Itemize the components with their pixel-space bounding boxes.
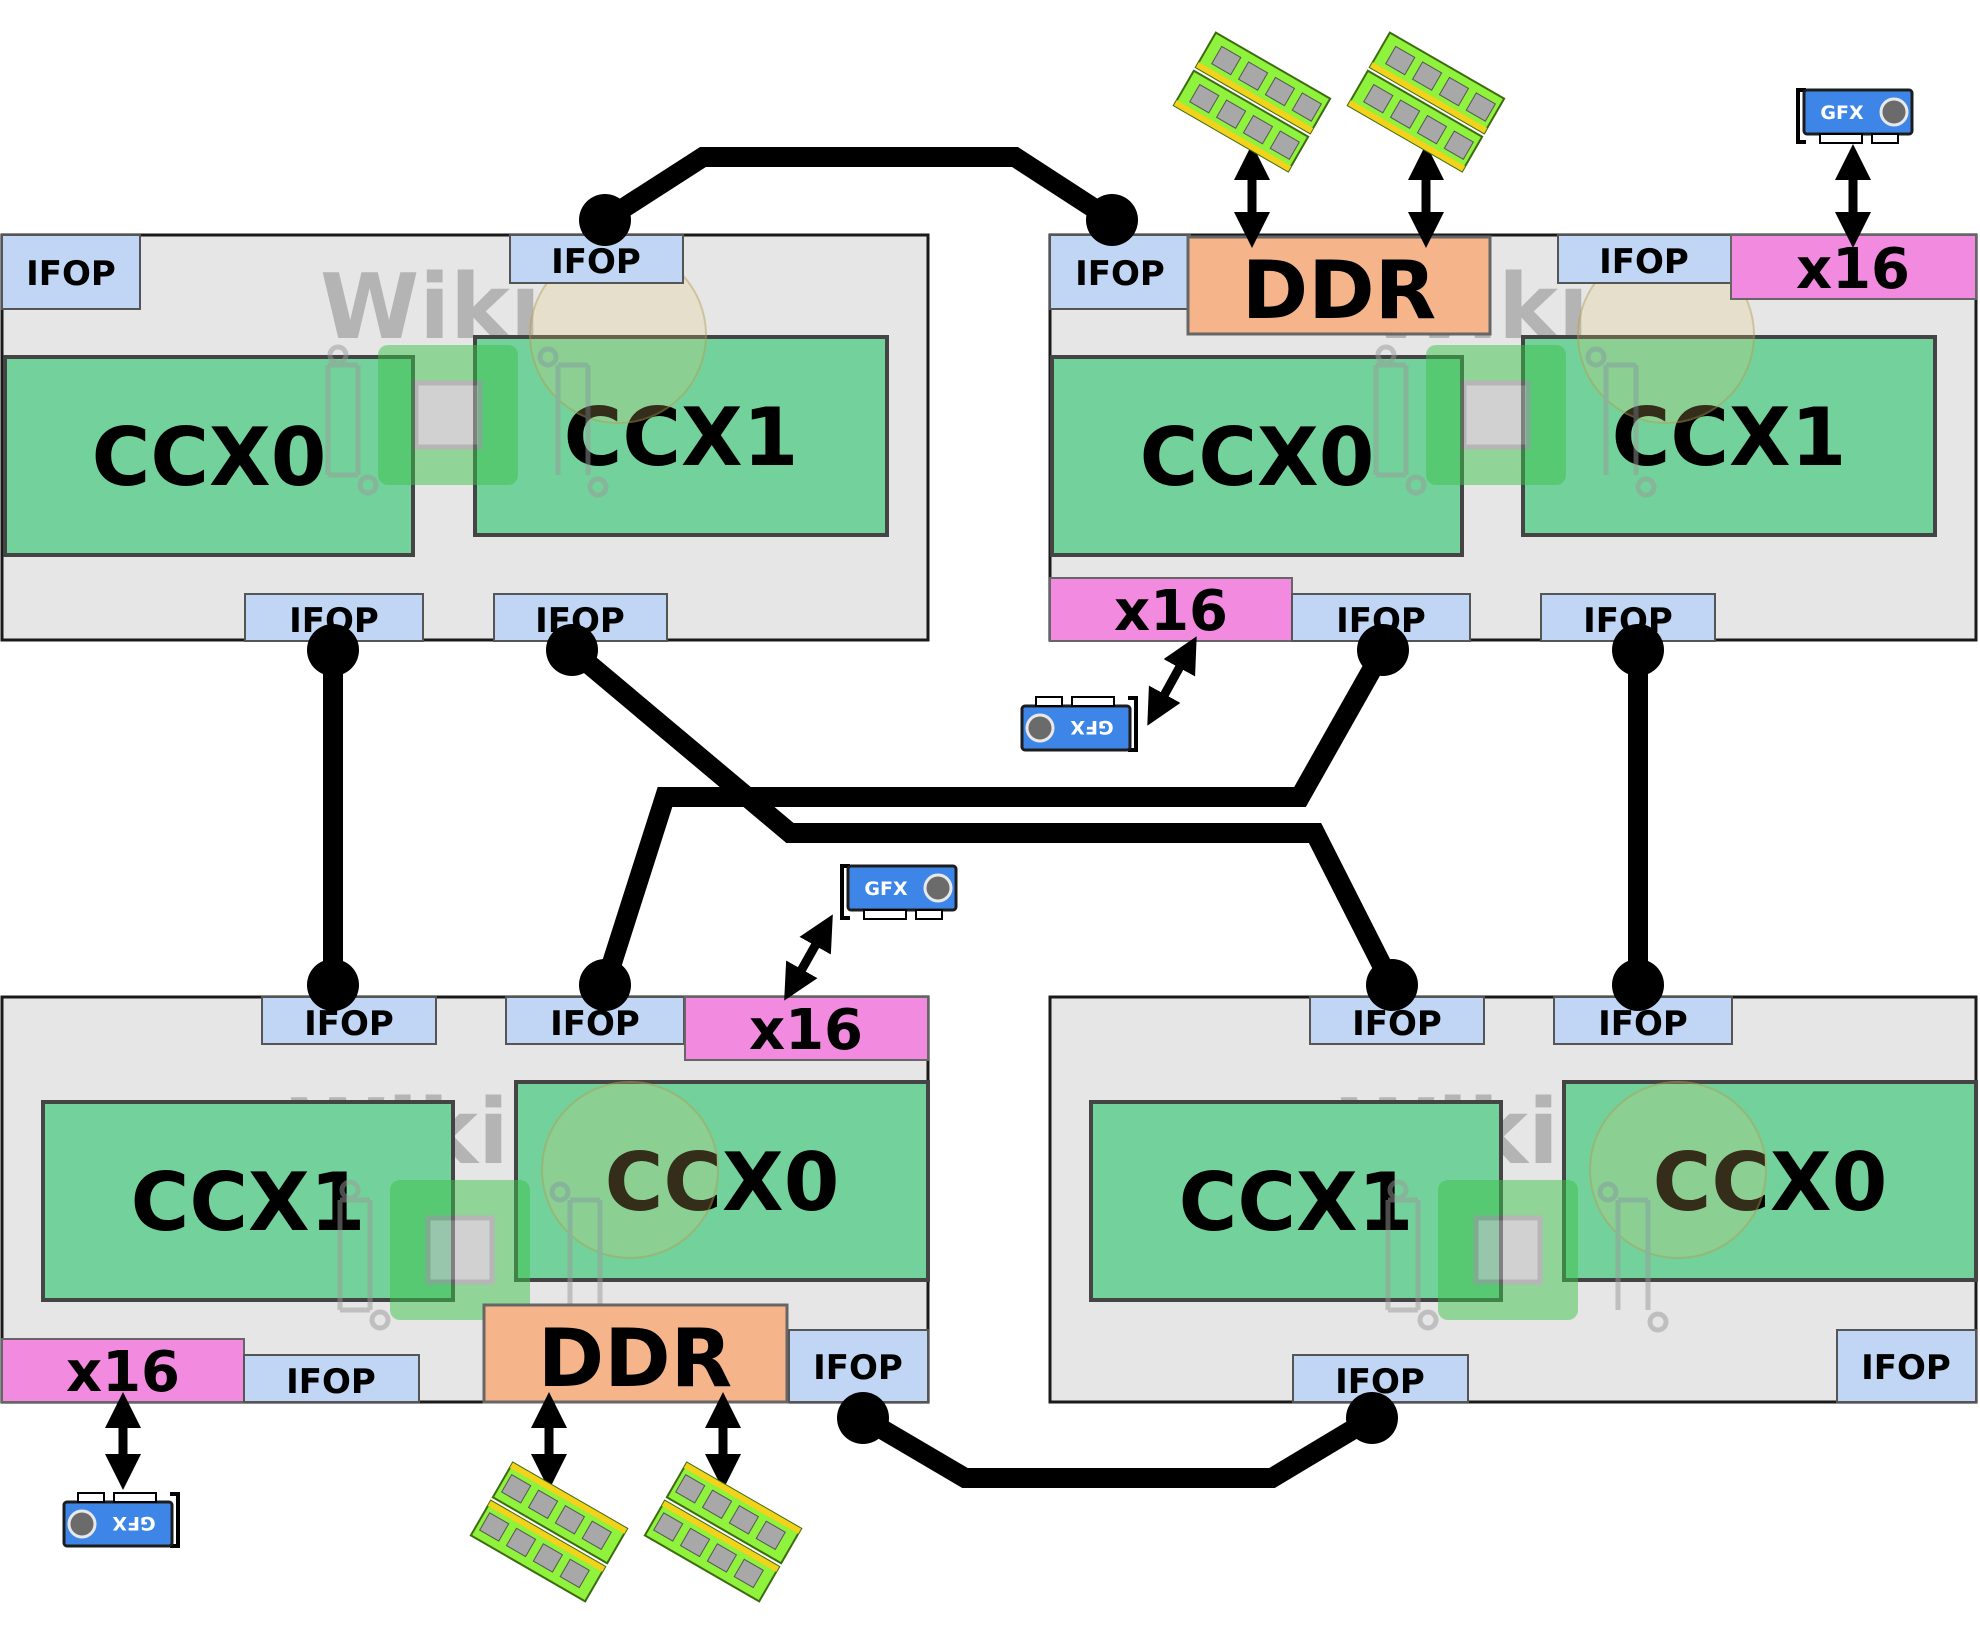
die-top-right: Wiki CCX0 CCX1 IFOP DDR IFOP x16 x16 IFO… [1048,233,1978,644]
link-endpoints [307,194,1664,1444]
x16-pcie-port [1049,577,1293,642]
ifop-port [243,1354,420,1403]
memory-module-icon [643,1461,803,1603]
bidirectional-arrow-icon [1147,636,1197,726]
ifop-label: IFOP [1352,1004,1442,1044]
x16-label: x16 [749,998,863,1063]
memory-module-icon [1346,31,1506,173]
graphics-cards: GFX GFX GFX GFX [62,86,1914,1550]
gfx-label: GFX [1070,716,1114,738]
graphics-card-icon: GFX [838,862,958,922]
ifop-label: IFOP [26,254,116,294]
graphics-card-icon: GFX [1020,694,1140,754]
ifop-port [1,234,141,310]
graphics-card-icon: GFX [62,1490,182,1550]
x16-label: x16 [1796,237,1910,302]
ccx-block [41,1100,455,1302]
link-node [837,1392,889,1444]
ifop-port [788,1329,929,1403]
link-node [307,624,359,676]
x16-label: x16 [66,1340,180,1405]
ifop-label: IFOP [1599,242,1689,282]
die-bottom-left: Wiki CCX1 CCX0 IFOP IFOP x16 x16 IFOP DD… [0,995,930,1405]
ccx-block [1089,1100,1503,1302]
memory-module-icon [1172,31,1332,173]
gfx-label: GFX [1820,102,1864,124]
link-tl-top-to-tr-top [599,147,1118,229]
link-tr-left-to-bl-right [595,645,1392,989]
ifop-label: IFOP [1075,254,1165,294]
link-node [579,959,631,1011]
memory-module-icon [469,1461,629,1603]
ifop-port [1836,1329,1977,1403]
x16-pcie-port [1,1338,245,1403]
gfx-label: GFX [864,878,908,900]
link-bl-right-to-br-bottom [857,1409,1378,1488]
ddr-controller [482,1303,789,1404]
ifop-label: IFOP [286,1362,376,1402]
x16-pcie-port [684,996,929,1061]
link-node [307,959,359,1011]
link-node [1612,624,1664,676]
ddr-label: DDR [1242,244,1436,337]
link-node [1612,959,1664,1011]
gfx-label: GFX [112,1512,156,1534]
ifop-label: IFOP [813,1348,903,1388]
link-node [1346,1392,1398,1444]
ifop-label: IFOP [551,242,641,282]
io-arrows [105,144,1871,1490]
link-node [1086,194,1138,246]
ifop-port [1557,234,1732,284]
ddr-label: DDR [538,1312,732,1405]
ifop-label: IFOP [550,1004,640,1044]
ccx-block [1050,355,1464,557]
link-node [1357,624,1409,676]
die-bottom-right: Wiki CCX1 CCX0 IFOP IFOP IFOP IFOP [1048,995,1978,1404]
ifop-label: IFOP [304,1004,394,1044]
ddr-controller [1186,235,1492,336]
graphics-card-icon: GFX [1794,86,1914,146]
ccx-label: CCX1 [1179,1156,1414,1249]
bidirectional-arrow-icon [784,914,833,1001]
ccx-label: CCX0 [1140,411,1375,504]
link-node [579,194,631,246]
ccx-label: CCX1 [131,1156,366,1249]
die-top-left: Wiki CCX0 CCX1 IFOP IFOP IFOP IFOP [0,233,930,642]
link-tl-right-to-br-left [565,642,1401,990]
link-node [546,624,598,676]
ccx-block [3,355,415,557]
ccx-label: CCX0 [92,411,327,504]
x16-label: x16 [1114,579,1228,644]
ifop-label: IFOP [1861,1348,1951,1388]
interconnect-links [323,147,1648,1488]
link-node [1366,959,1418,1011]
ifop-label: IFOP [1598,1004,1688,1044]
